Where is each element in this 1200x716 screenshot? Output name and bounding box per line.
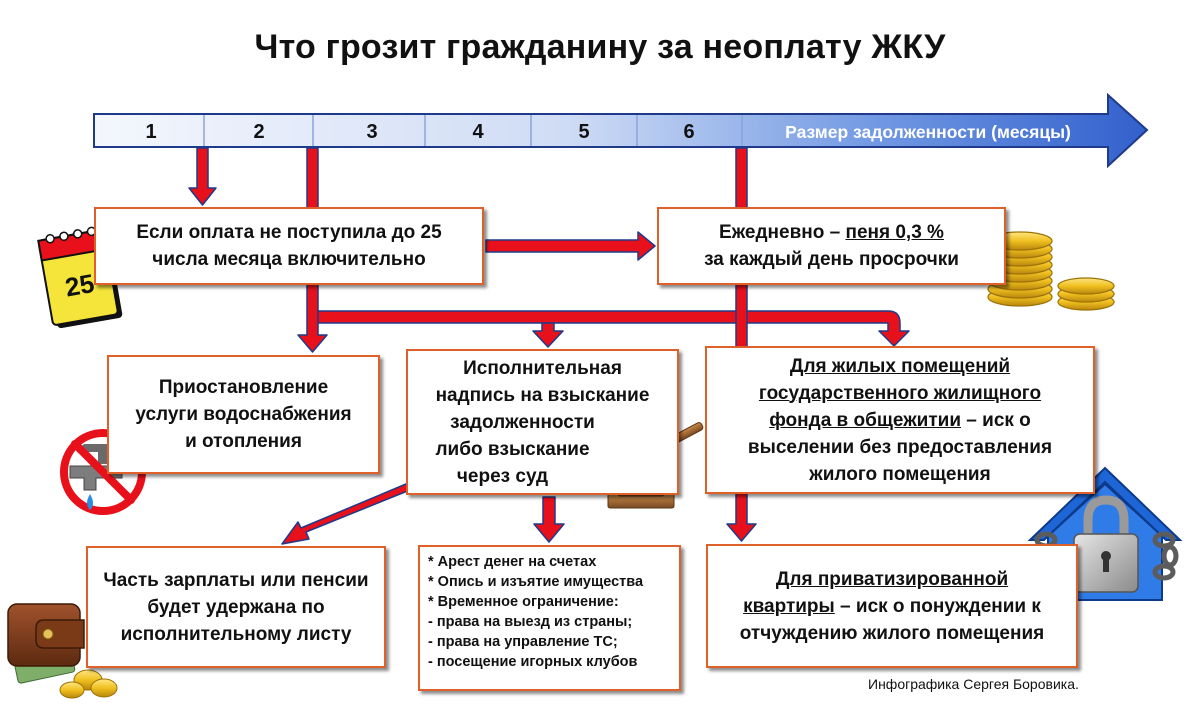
suspend-line-3: и отопления <box>185 431 302 452</box>
eviction-line-2: государственного жилищного <box>758 382 1042 404</box>
writ-line-3: задолженности <box>450 412 595 433</box>
month-1: 1 <box>145 121 156 143</box>
author-credit: Инфографика Сергея Боровика. <box>868 676 1079 692</box>
month-4: 4 <box>472 121 484 143</box>
coins-icon <box>987 231 1115 311</box>
wages-line-1: Часть зарплаты или пенсии <box>103 569 369 591</box>
privatized-apartment-box: Для приватизированной квартиры – иск о п… <box>706 544 1078 668</box>
penalty-prefix: Ежедневно – <box>719 222 846 243</box>
writ-line-2: надпись на взыскание <box>435 385 650 406</box>
penalty-line-2: за каждый день просрочки <box>704 249 959 270</box>
eviction-line-5: жилого помещения <box>809 463 991 485</box>
writ-line-1: Исполнительная <box>463 358 622 379</box>
month-6: 6 <box>683 121 694 143</box>
writ-line-4: либо взыскание <box>435 439 590 460</box>
arrow-deadline-to-penalty <box>485 231 656 261</box>
wallet-icon <box>7 603 118 699</box>
court-measure-item: - права на выезд из страны; <box>428 614 633 630</box>
branch-bar <box>317 310 910 347</box>
arrow-writ-to-court <box>533 496 565 543</box>
eviction-line-3-underlined: фонда в общежитии <box>769 409 962 431</box>
penalty-rate: пеня 0,3 % <box>845 222 944 243</box>
calendar-day: 25 <box>63 268 97 303</box>
eviction-line-1: Для жилых помещений <box>789 355 1011 377</box>
timeline-arrow: 1 2 3 4 5 6 Размер задолженности (месяцы… <box>93 92 1149 169</box>
arrow-branch-to-writ <box>532 322 564 348</box>
wage-deduction-box: Часть зарплаты или пенсии будет удержана… <box>86 546 386 668</box>
timeline-axis-label: Размер задолженности (месяцы) <box>785 122 1071 142</box>
court-measure-item: * Временное ограничение: <box>428 594 619 610</box>
penalty-line-1: Ежедневно – пеня 0,3 % <box>704 219 959 246</box>
privat-line-2-underlined: квартиры <box>743 595 835 617</box>
suspend-line-2: услуги водоснабжения <box>135 404 352 425</box>
month-3: 3 <box>366 121 377 143</box>
page-title: Что грозит гражданину за неоплату ЖКУ <box>254 28 946 66</box>
eviction-box: Для жилых помещений государственного жил… <box>705 346 1095 494</box>
penalty-box: Ежедневно – пеня 0,3 % за каждый день пр… <box>657 207 1006 285</box>
deadline-box: Если оплата не поступила до 25 числа мес… <box>94 207 484 285</box>
suspend-line-1: Приостановление <box>158 377 329 398</box>
eviction-line-4: выселении без предоставления <box>747 436 1053 458</box>
arrow-writ-to-wages <box>281 483 411 545</box>
privat-line-3: отчуждению жилого помещения <box>739 622 1045 644</box>
month-2: 2 <box>253 121 264 143</box>
writ-line-5: через суд <box>456 466 549 487</box>
wages-line-2: будет удержана по <box>147 596 325 618</box>
writ-box: Исполнительная надпись на взыскание задо… <box>406 349 679 495</box>
court-measures-box: * Арест денег на счетах * Опись и изъяти… <box>418 545 681 691</box>
wages-line-3: исполнительному листу <box>120 623 352 645</box>
privat-line-2: квартиры – иск о понуждении к <box>740 593 1044 620</box>
eviction-line-3: фонда в общежитии – иск о <box>748 407 1052 434</box>
court-measure-item: - посещение игорных клубов <box>428 654 638 670</box>
eviction-line-3-rest: – иск о <box>961 409 1031 431</box>
court-measure-item: - права на управление ТС; <box>428 634 618 650</box>
court-measure-item: * Арест денег на счетах <box>428 554 597 570</box>
month-5: 5 <box>578 121 589 143</box>
court-measure-item: * Опись и изъятие имущества <box>428 574 644 590</box>
deadline-line-1: Если оплата не поступила до 25 <box>136 222 442 243</box>
arrow-month1-to-deadline <box>188 147 217 206</box>
deadline-line-2: числа месяца включительно <box>152 249 426 270</box>
suspend-services-box: Приостановление услуги водоснабжения и о… <box>107 355 380 474</box>
privat-line-1: Для приватизированной <box>775 568 1009 590</box>
privat-line-2-rest: – иск о понуждении к <box>834 595 1041 617</box>
